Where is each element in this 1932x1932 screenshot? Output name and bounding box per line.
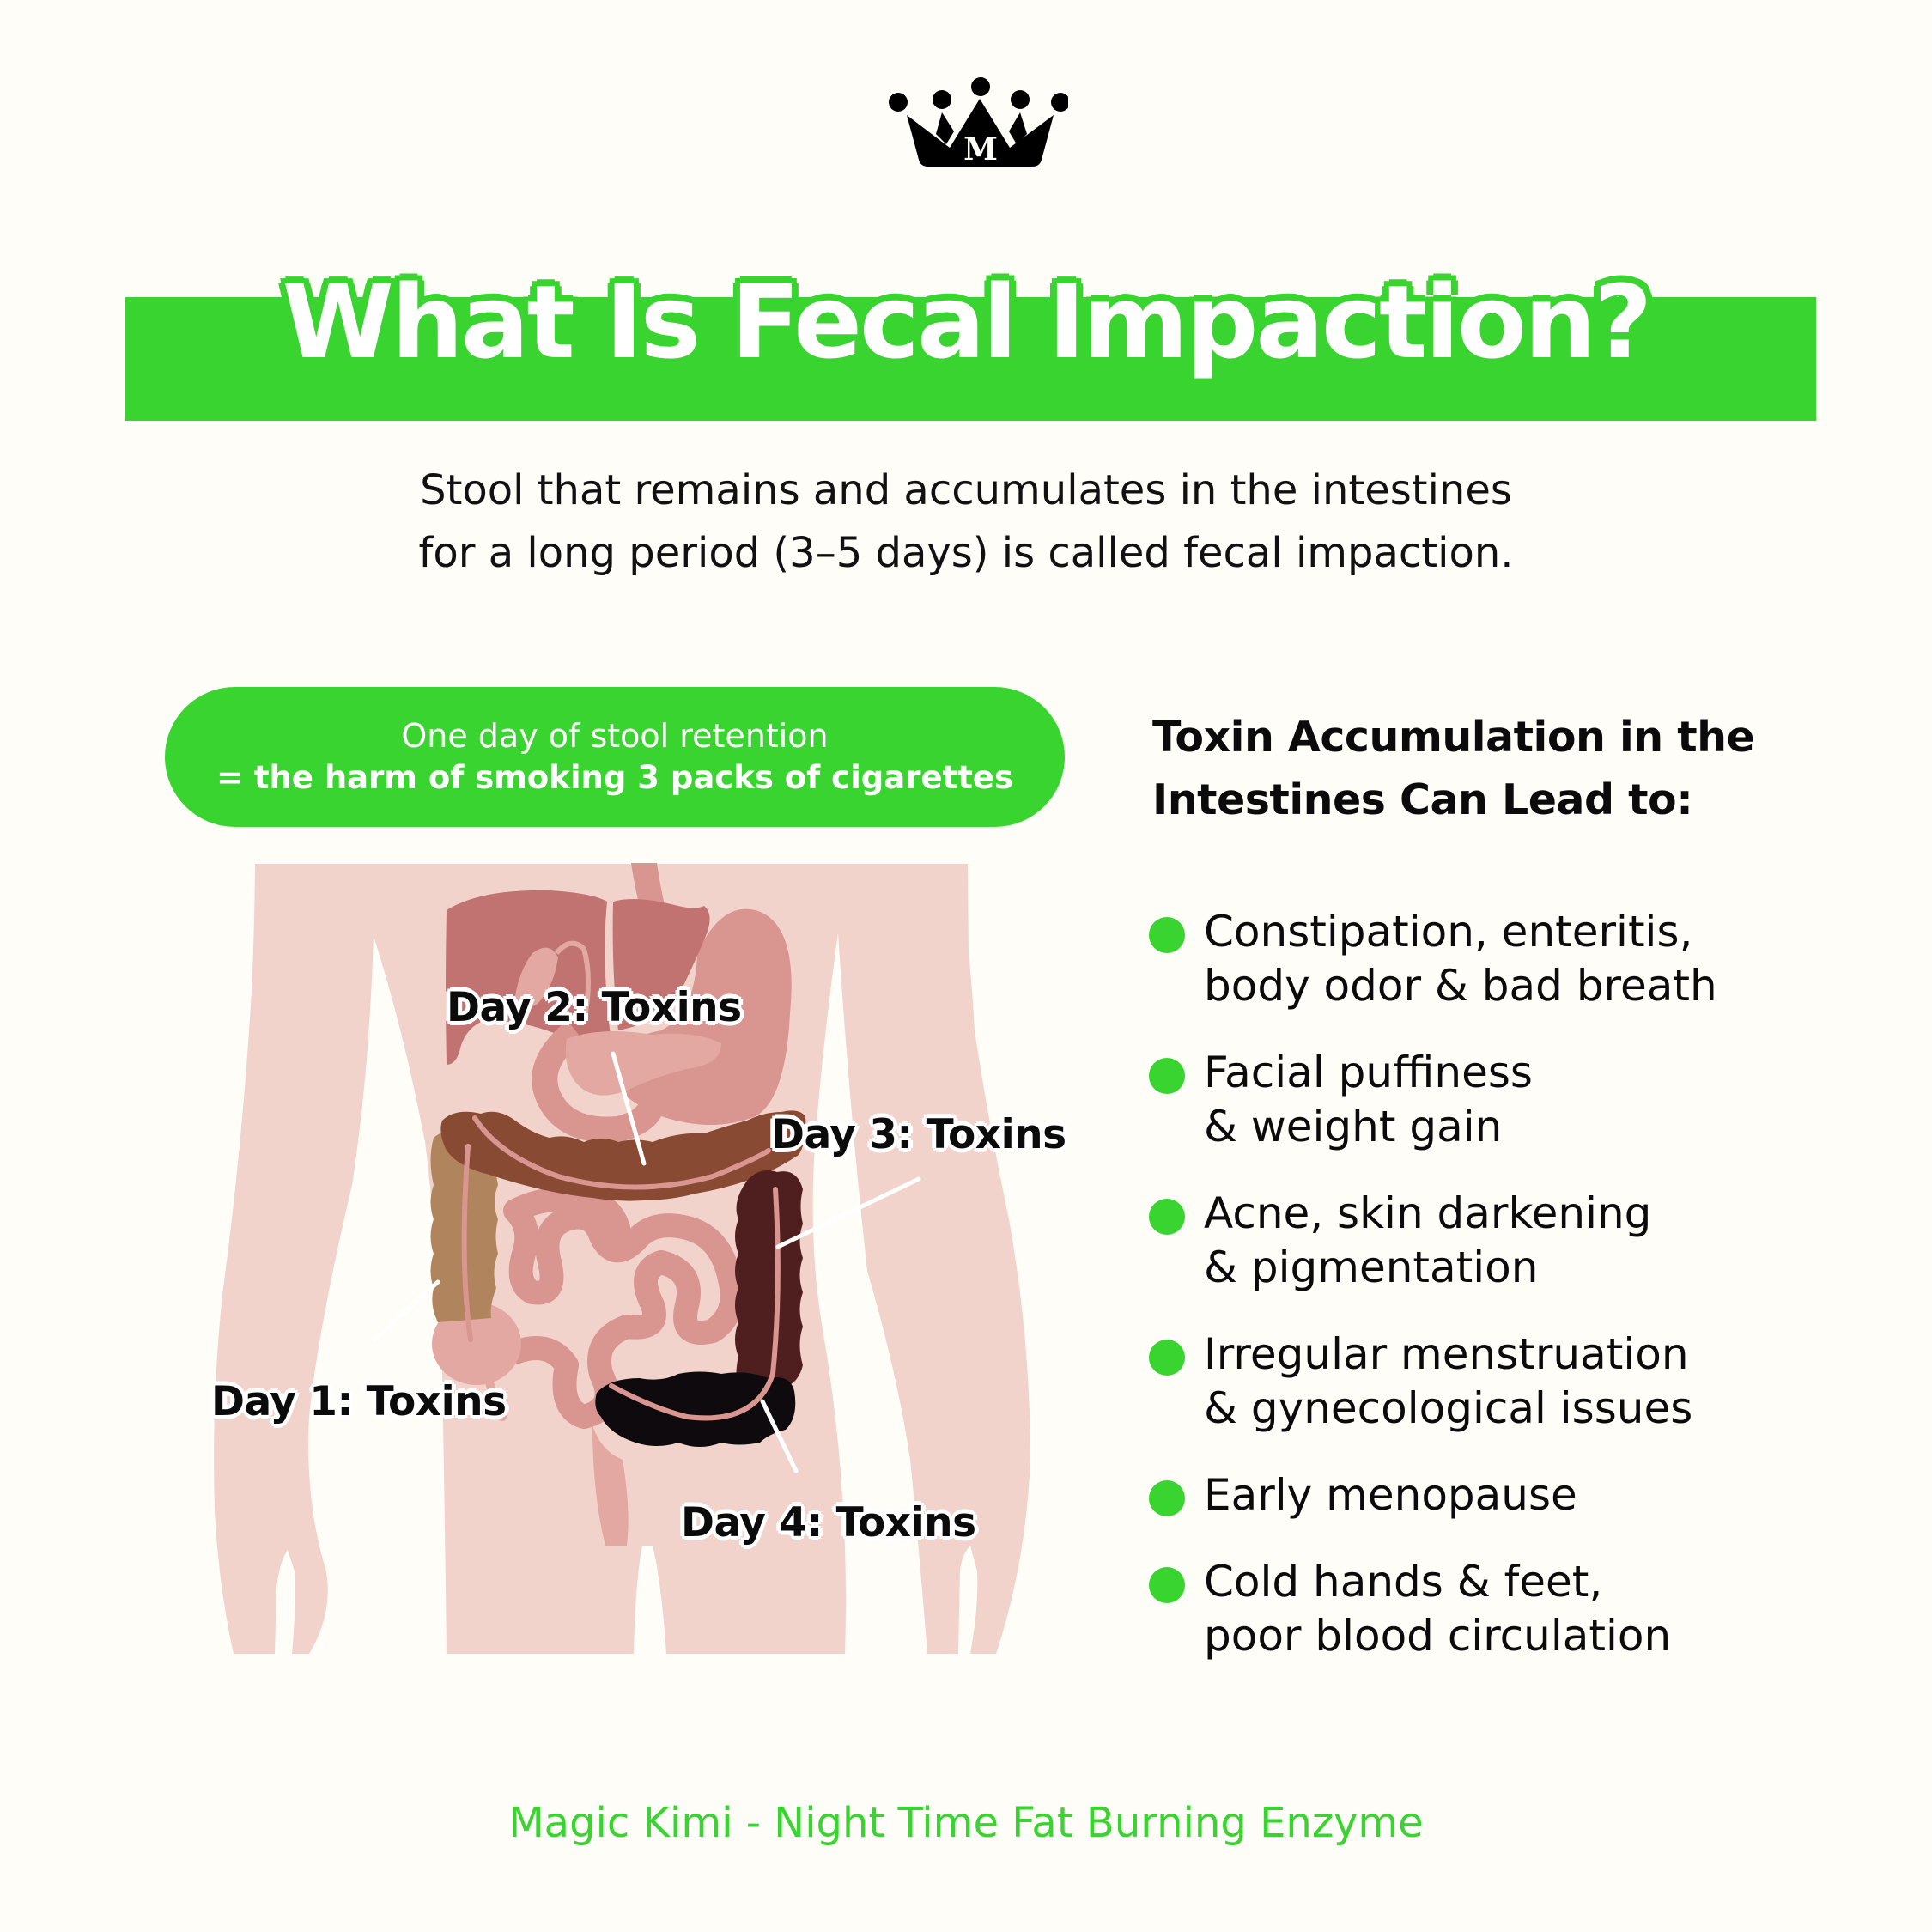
effect-line-2: & pigmentation [1204, 1242, 1539, 1292]
colon-band [609, 1187, 781, 1421]
day4-leader-line [760, 1399, 799, 1473]
effect-line-2: & gynecological issues [1204, 1383, 1693, 1433]
effects-heading-line-2: Intestines Can Lead to: [1152, 775, 1693, 824]
logo-letter: M [963, 131, 998, 167]
ascending-colon [430, 1127, 498, 1322]
effect-item: Facial puffiness & weight gain [1149, 1046, 1887, 1154]
esophagus [631, 863, 668, 923]
colon-band [461, 1144, 473, 1342]
effect-line-1: Constipation, enteritis, [1204, 907, 1693, 957]
transverse-colon [440, 1110, 806, 1201]
day3-label: Day 3: Toxins [771, 1111, 1066, 1158]
effect-line-1: Cold hands & feet, [1204, 1557, 1603, 1607]
brand-logo: M [874, 58, 1070, 167]
cecum [432, 1303, 521, 1385]
effect-line-2: & weight gain [1204, 1102, 1503, 1151]
liver [446, 890, 611, 1065]
effect-item: Cold hands & feet, poor blood circulatio… [1149, 1555, 1887, 1663]
effect-line-2: body odor & bad breath [1204, 961, 1717, 1011]
day2-leader-line [611, 1051, 647, 1166]
day4-label: Day 4: Toxins [681, 1499, 976, 1546]
duodenum [532, 1020, 665, 1143]
bullet-dot-icon [1149, 917, 1185, 953]
rectum [592, 1425, 629, 1546]
callout-line-1: One day of stool retention [401, 716, 829, 755]
small-intestine [503, 1187, 744, 1429]
definition-line-2: for a long period (3–5 days) is called f… [418, 529, 1514, 577]
day3-leader-line [775, 1176, 921, 1249]
definition-text: Stool that remains and accumulates in th… [0, 459, 1932, 585]
effect-line-1: Irregular menstruation [1204, 1329, 1689, 1379]
effects-list: Constipation, enteritis, body odor & bad… [1149, 905, 1887, 1696]
footer-brand-text: Magic Kimi - Night Time Fat Burning Enzy… [508, 1799, 1424, 1847]
bullet-dot-icon [1149, 1058, 1185, 1094]
bullet-dot-icon [1149, 1199, 1185, 1235]
effect-line-2: poor blood circulation [1204, 1611, 1672, 1661]
crown-icon: M [889, 77, 1070, 167]
day2-label: Day 2: Toxins [447, 984, 742, 1031]
pancreas [565, 1031, 721, 1096]
effect-line-1: Acne, skin darkening [1204, 1188, 1652, 1238]
day1-label: Day 1: Toxins [211, 1378, 507, 1425]
bullet-dot-icon [1149, 1567, 1185, 1603]
callout-pill: One day of stool retention = the harm of… [165, 687, 1065, 827]
descending-colon [735, 1170, 803, 1389]
effects-heading: Toxin Accumulation in the Intestines Can… [1152, 706, 1755, 831]
colon-band [472, 1115, 771, 1190]
effect-item: Acne, skin darkening & pigmentation [1149, 1187, 1887, 1295]
bullet-dot-icon [1149, 1340, 1185, 1376]
sigmoid-colon [595, 1371, 796, 1447]
page-title: What Is Fecal Impaction? [282, 263, 1653, 381]
effect-item: Irregular menstruation & gynecological i… [1149, 1327, 1887, 1436]
definition-line-1: Stool that remains and accumulates in th… [420, 466, 1512, 514]
effect-item: Constipation, enteritis, body odor & bad… [1149, 905, 1887, 1013]
effects-heading-line-1: Toxin Accumulation in the [1152, 713, 1755, 762]
effect-item: Early menopause [1149, 1468, 1887, 1522]
title-banner [125, 297, 1816, 421]
callout-line-2: = the harm of smoking 3 packs of cigaret… [216, 758, 1014, 796]
day1-leader-line [372, 1279, 440, 1342]
effect-line-1: Facial puffiness [1204, 1048, 1533, 1097]
bullet-dot-icon [1149, 1480, 1185, 1516]
effect-line-1: Early menopause [1204, 1470, 1577, 1520]
